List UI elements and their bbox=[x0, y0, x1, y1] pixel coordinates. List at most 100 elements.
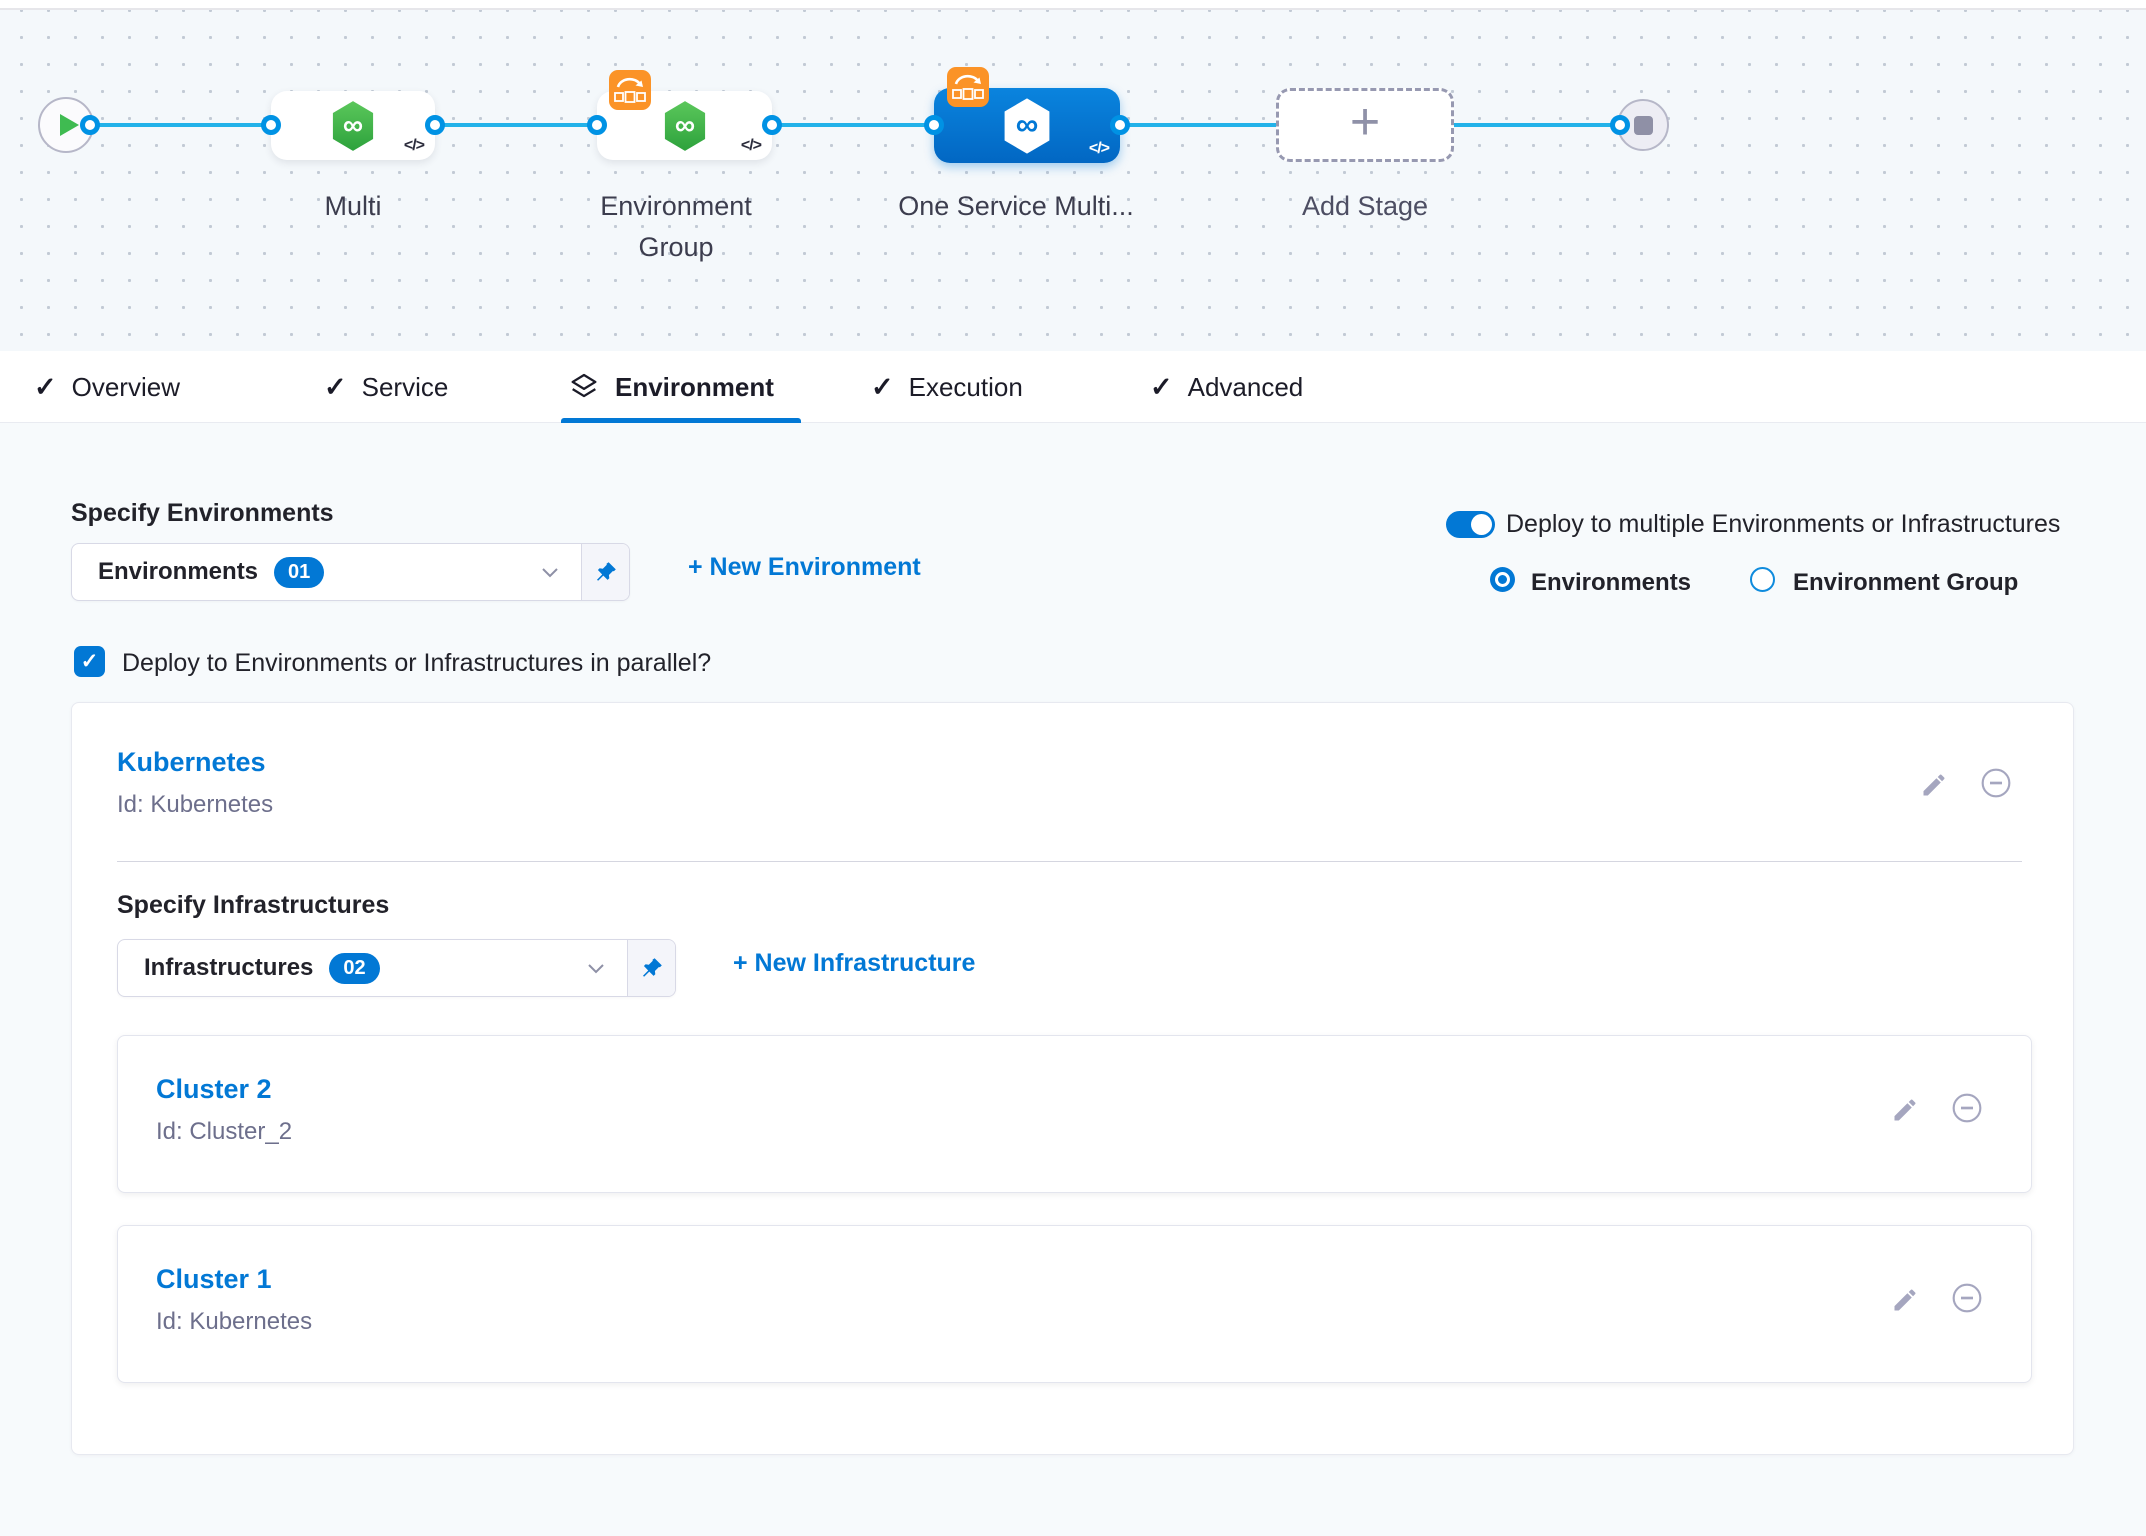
play-icon bbox=[59, 114, 79, 136]
edit-infrastructure-button[interactable] bbox=[1889, 1094, 1921, 1126]
tab-overview[interactable]: ✓ Overview bbox=[34, 351, 180, 423]
pencil-icon bbox=[1894, 1099, 1916, 1121]
tab-label: Overview bbox=[71, 371, 180, 402]
stage-label: One Service Multi... bbox=[898, 191, 1134, 221]
radio-environment-group[interactable] bbox=[1750, 567, 1775, 592]
code-icon: </> bbox=[1088, 140, 1110, 157]
card-divider bbox=[117, 861, 2022, 862]
specify-environments-title: Specify Environments bbox=[71, 499, 334, 527]
radio-dot bbox=[1498, 575, 1507, 584]
stage-label: Environment Group bbox=[600, 191, 752, 262]
propagate-badge-icon bbox=[609, 70, 651, 110]
stage-node-environment-group[interactable]: ∞ </> bbox=[597, 91, 772, 160]
dropdown-selected-label: Environments bbox=[98, 558, 259, 585]
tab-service[interactable]: ✓ Service bbox=[324, 351, 448, 423]
toggle-knob bbox=[1471, 514, 1492, 535]
cd-stage-icon: ∞ bbox=[664, 100, 705, 151]
infrastructures-dropdown[interactable]: Infrastructures 02 bbox=[117, 939, 676, 997]
pin-button[interactable] bbox=[581, 544, 629, 600]
deploy-multiple-toggle-label: Deploy to multiple Environments or Infra… bbox=[1506, 510, 2061, 538]
pin-button[interactable] bbox=[627, 940, 675, 996]
stop-icon bbox=[1633, 115, 1653, 135]
port bbox=[762, 115, 782, 135]
deploy-multiple-toggle[interactable] bbox=[1446, 511, 1495, 538]
add-stage-label: Add Stage bbox=[1301, 191, 1429, 221]
environment-layers-icon bbox=[571, 373, 597, 398]
infinity-icon: ∞ bbox=[1016, 106, 1039, 142]
environment-name-link[interactable]: Kubernetes bbox=[117, 747, 266, 777]
radio-environments-label: Environments bbox=[1531, 569, 1692, 596]
tab-label: Execution bbox=[908, 371, 1023, 402]
infrastructure-name-link[interactable]: Cluster 2 bbox=[156, 1074, 272, 1104]
radio-environments[interactable] bbox=[1490, 567, 1515, 592]
tab-environment[interactable]: Environment bbox=[568, 351, 774, 423]
minus-circle-icon bbox=[1952, 1283, 1982, 1313]
pin-icon bbox=[596, 562, 616, 581]
tab-advanced[interactable]: ✓ Advanced bbox=[1150, 351, 1303, 423]
port bbox=[587, 115, 607, 135]
radio-ring bbox=[1495, 572, 1510, 587]
parallel-deploy-checkbox[interactable]: ✓ bbox=[74, 646, 105, 677]
infrastructure-card-cluster-1: Cluster 1 Id: Kubernetes bbox=[117, 1225, 2032, 1383]
infinity-icon: ∞ bbox=[343, 109, 363, 141]
stage-config-tabs: ✓ Overview ✓ Service Environment ✓ Execu… bbox=[0, 351, 2146, 423]
checkbox-check-icon: ✓ bbox=[80, 650, 99, 673]
port bbox=[80, 115, 100, 135]
remove-infrastructure-button[interactable] bbox=[1951, 1092, 1983, 1124]
check-icon: ✓ bbox=[324, 371, 347, 402]
pencil-icon bbox=[1923, 774, 1945, 796]
minus-circle-icon bbox=[1981, 768, 2011, 798]
remove-infrastructure-button[interactable] bbox=[1951, 1282, 1983, 1314]
stage-node-multi[interactable]: ∞ </> bbox=[271, 91, 435, 160]
count-badge: 01 bbox=[274, 556, 325, 588]
new-infrastructure-link[interactable]: + New Infrastructure bbox=[733, 949, 976, 977]
cd-stage-icon: ∞ bbox=[332, 100, 374, 151]
chevron-down-icon bbox=[541, 567, 559, 578]
new-environment-link[interactable]: + New Environment bbox=[688, 553, 921, 581]
count-badge: 02 bbox=[329, 952, 380, 984]
minus-circle-icon bbox=[1952, 1093, 1982, 1123]
check-icon: ✓ bbox=[871, 371, 894, 402]
port bbox=[425, 115, 445, 135]
propagate-badge-icon bbox=[947, 67, 989, 107]
add-stage-button[interactable]: + bbox=[1276, 88, 1454, 162]
pipeline-canvas[interactable]: ∞ </> ∞ </> ∞ </> bbox=[0, 10, 2146, 351]
edit-infrastructure-button[interactable] bbox=[1889, 1284, 1921, 1316]
pipeline-start-node bbox=[38, 97, 94, 153]
active-tab-underline bbox=[561, 418, 801, 423]
tab-execution[interactable]: ✓ Execution bbox=[871, 351, 1023, 423]
infrastructure-name-link[interactable]: Cluster 1 bbox=[156, 1264, 272, 1294]
radio-environment-group-label: Environment Group bbox=[1793, 569, 2019, 596]
check-icon: ✓ bbox=[34, 371, 57, 402]
pipeline-connector-line bbox=[90, 123, 1626, 127]
tab-label: Advanced bbox=[1187, 371, 1304, 402]
check-icon: ✓ bbox=[1150, 371, 1173, 402]
infinity-icon: ∞ bbox=[674, 109, 694, 141]
plus-icon: + bbox=[1349, 93, 1381, 151]
chevron-down-icon bbox=[587, 963, 605, 974]
cd-stage-icon: ∞ bbox=[1004, 97, 1050, 154]
stage-label: Multi bbox=[324, 191, 382, 221]
environment-card-kubernetes: Kubernetes Id: Kubernetes Specify Infras… bbox=[71, 702, 2074, 1455]
parallel-deploy-checkbox-label: Deploy to Environments or Infrastructure… bbox=[122, 649, 712, 677]
code-icon: </> bbox=[403, 137, 425, 154]
top-edge-strip bbox=[0, 0, 2146, 10]
environments-dropdown[interactable]: Environments 01 bbox=[71, 543, 630, 601]
pencil-icon bbox=[1894, 1289, 1916, 1311]
port bbox=[924, 115, 944, 135]
edit-environment-button[interactable] bbox=[1918, 769, 1950, 801]
tab-label: Environment bbox=[615, 371, 774, 402]
code-icon: </> bbox=[740, 137, 762, 154]
infrastructure-id-text: Id: Kubernetes bbox=[156, 1308, 313, 1335]
infrastructure-card-cluster-2: Cluster 2 Id: Cluster_2 bbox=[117, 1035, 2032, 1193]
port bbox=[261, 115, 281, 135]
remove-environment-button[interactable] bbox=[1980, 767, 2012, 799]
environment-tab-panel: Specify Environments Environments 01 + N… bbox=[0, 423, 2146, 1536]
infrastructure-id-text: Id: Cluster_2 bbox=[156, 1118, 293, 1145]
environment-id-text: Id: Kubernetes bbox=[117, 791, 274, 818]
specify-infrastructures-title: Specify Infrastructures bbox=[117, 891, 390, 919]
port bbox=[1110, 115, 1130, 135]
dropdown-selected-label: Infrastructures bbox=[144, 954, 314, 981]
pin-icon bbox=[642, 958, 662, 977]
port bbox=[1610, 115, 1630, 135]
